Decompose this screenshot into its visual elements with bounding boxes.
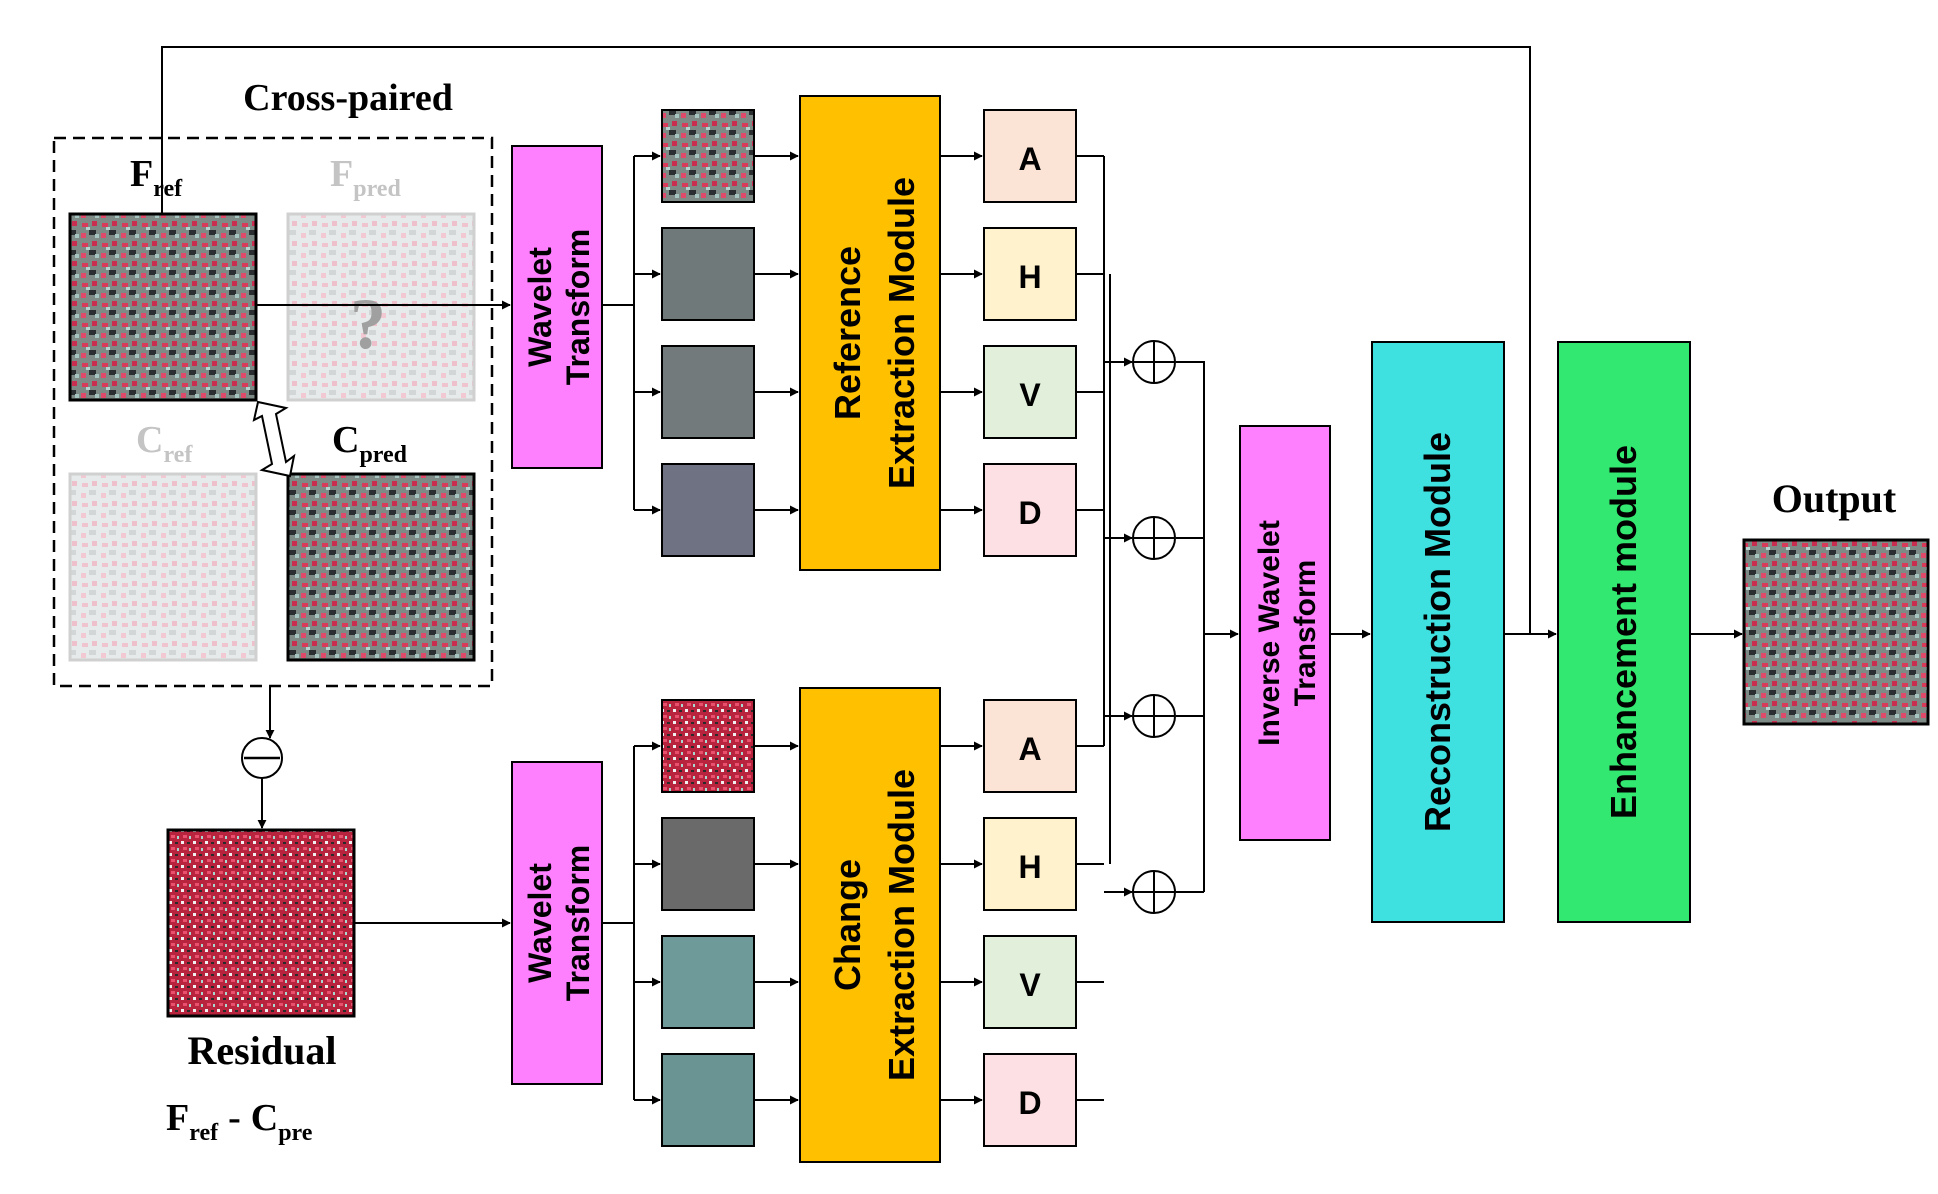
subtract-icon [241,737,283,779]
add-icon-2 [1132,516,1176,560]
svg-text:D: D [1018,495,1041,531]
wavelet-bottom-label: WaveletTransform [522,845,596,1001]
top-branch-connectors [602,156,635,510]
add-icon-1 [1132,340,1176,384]
reconstruction-label: Reconstruction Module [1417,432,1458,832]
unknown-mark: ? [350,284,386,364]
svg-text:V: V [1019,377,1041,413]
cross-paired-title: Cross-paired [243,77,453,119]
output-image [1742,538,1930,726]
residual-label: Residual [188,1028,337,1073]
bottom-subband-image-a [661,699,755,793]
top-subband-image-h [661,227,755,321]
top-band-h: H [983,227,1077,321]
wavelet-transform-bottom [511,761,603,1085]
change-extraction-module [799,687,941,1163]
c-ref-label: Cref [136,419,193,468]
top-band-d: D [983,463,1077,557]
top-subband-image-a [661,109,755,203]
residual-formula: Fref-Cpre [166,1097,313,1146]
enhancement-label: Enhancement module [1603,445,1644,819]
svg-text:H: H [1018,259,1041,295]
bottom-subband-image-v [661,935,755,1029]
f-ref-image [68,212,258,402]
bottom-module-to-band-arrows [940,741,983,1105]
wavelet-transform-top [511,145,603,469]
band-merge-connectors [1076,155,1205,1101]
bottom-subband-image-h [661,817,755,911]
bottom-subband-image-d [661,1053,755,1147]
svg-text:D: D [1018,1085,1041,1121]
residual-image [166,828,356,1018]
plus-input-arrows [1104,357,1133,897]
skip-connection [161,46,1531,634]
bottom-image-to-module-arrows [754,741,799,1105]
add-icon-4 [1132,870,1176,914]
bottom-branch-connectors [602,746,635,1100]
c-pred-image [286,472,476,662]
svg-text:H: H [1018,849,1041,885]
top-band-a: A [983,109,1077,203]
top-image-to-module-arrows [754,151,799,515]
f-pred-image [286,212,476,402]
add-icon-3 [1132,694,1176,738]
inverse-wavelet-transform [1239,425,1331,841]
pair-double-arrow-icon [252,400,296,478]
svg-text:V: V [1019,967,1041,1003]
bottom-band-a: A [983,699,1077,793]
f-ref-label: Fref [130,153,183,202]
reconstruction-module [1371,341,1505,923]
f-pred-label: Fpred [330,153,401,202]
wavelet-top-label: WaveletTransform [522,229,596,385]
top-band-v: V [983,345,1077,439]
svg-text:A: A [1018,141,1041,177]
top-branch-arrows [634,151,661,515]
top-subband-image-d [661,463,755,557]
bottom-band-h: H [983,817,1077,911]
svg-text:A: A [1018,731,1041,767]
bottom-band-d: D [983,1053,1077,1147]
top-subband-image-v [661,345,755,439]
enhancement-module [1557,341,1691,923]
cross-paired-group: Cross-paired Fref Fpred ? Cref Cpred [52,77,494,688]
top-module-to-band-arrows [940,151,983,515]
reference-extraction-module [799,95,941,571]
bottom-band-v: V [983,935,1077,1029]
bottom-branch-arrows [634,741,661,1105]
c-pred-label: Cpred [332,419,408,468]
c-ref-image [68,472,258,662]
output-label: Output [1772,476,1897,521]
cross-paired-frame [52,136,494,688]
